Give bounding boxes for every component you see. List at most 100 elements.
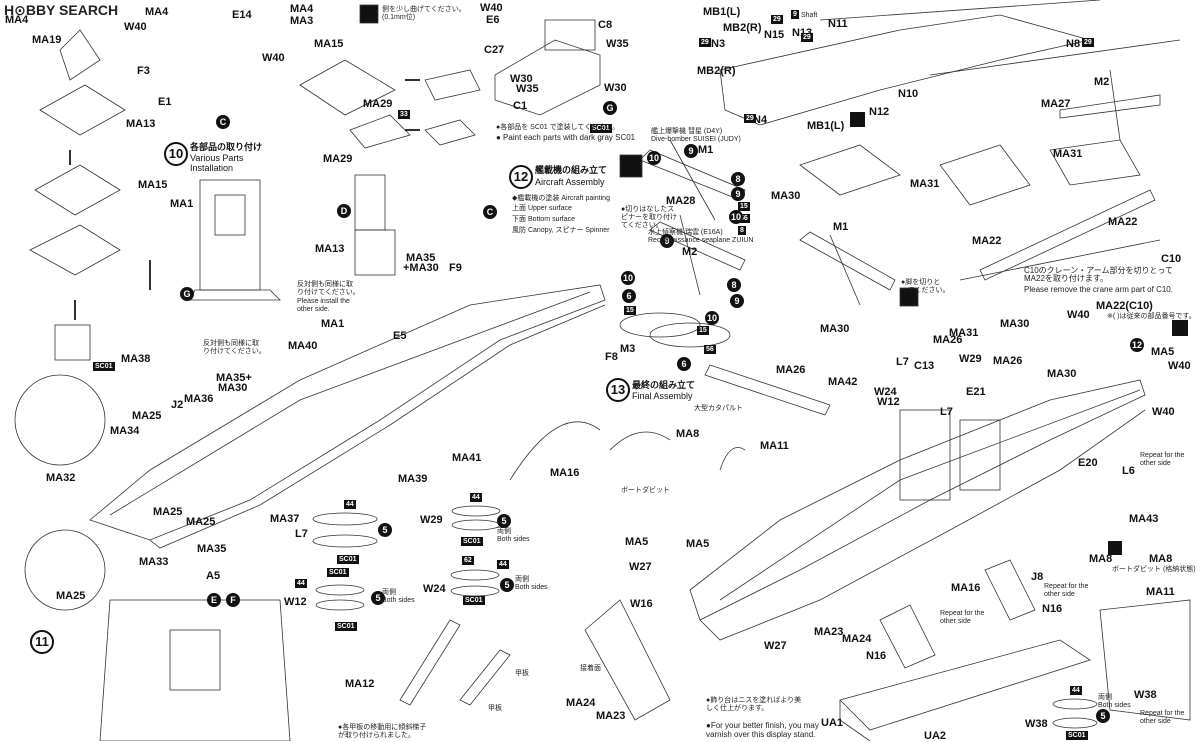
paint-number-badge: 44	[470, 493, 482, 502]
part-label: J2	[171, 399, 184, 411]
sc01-badge: SC01	[327, 568, 349, 577]
note-repeat-ma16: Repeat for the other side	[940, 610, 985, 625]
paint-number-badge: 44	[295, 579, 307, 588]
step-10-title-en: Various Parts Installation	[190, 153, 244, 173]
header: H⊙BBY SEARCH	[0, 0, 118, 20]
part-label: W35	[516, 83, 539, 95]
sc01-badge: SC01	[337, 555, 359, 564]
part-label: W30	[510, 73, 533, 85]
part-label: F8	[605, 351, 618, 363]
part-label: F9	[449, 262, 462, 274]
part-label: MA16	[550, 467, 580, 479]
note-varnish-en: ●For your better finish, you may varnish…	[706, 721, 819, 739]
callout-circle: G	[180, 287, 194, 301]
part-label: W12	[284, 596, 307, 608]
part-label: M2	[682, 246, 698, 258]
note-shaft: Shaft	[801, 12, 818, 19]
paint-number-badge: 29	[744, 114, 756, 123]
step-10-badge: 10	[164, 142, 188, 166]
part-label: E6	[486, 14, 500, 26]
part-label: MA25	[186, 516, 216, 528]
part-label: MA40	[288, 340, 318, 352]
part-label: W38	[1025, 718, 1048, 730]
part-label: N4	[753, 114, 768, 126]
callout-circle: 5	[378, 523, 392, 537]
part-label: +MA30	[403, 262, 439, 274]
sc01-badge: SC01	[93, 362, 115, 371]
part-label: MA24	[566, 697, 596, 709]
callout-circle: 8	[727, 278, 741, 292]
callout-circle: 12	[1130, 338, 1144, 352]
part-label: W40	[1067, 309, 1090, 321]
note-cut-spinner: ●切りはなしたス ピナーを取り付け てください。	[621, 206, 677, 229]
callout-circle: D	[337, 204, 351, 218]
part-label: MA4	[145, 6, 169, 18]
step-11-badge: 11	[30, 630, 54, 654]
part-label: MA30	[820, 323, 850, 335]
note-large-catapult: 大型カタパルト	[694, 405, 743, 412]
note-landing: 接着面	[580, 665, 601, 672]
paint-number-badge: 44	[344, 500, 356, 509]
part-label: W40	[1168, 360, 1191, 372]
part-label: MA30	[1000, 318, 1030, 330]
sc01-badge: SC01	[1066, 731, 1088, 740]
part-label: W16	[630, 598, 653, 610]
part-label: MA43	[1129, 513, 1159, 525]
part-label: C8	[598, 19, 613, 31]
part-label: W40	[480, 2, 503, 14]
step-13-title-en: Final Assembly	[632, 391, 693, 401]
callout-circle: 10	[729, 210, 743, 224]
part-label: M2	[1094, 76, 1110, 88]
part-label: E14	[232, 9, 252, 21]
aircraft-m2-jp: 水上偵察機 瑞雲 (E16A)	[648, 229, 723, 236]
note-crane-jp: C10のクレーン・アーム部分を切りとって MA22を取り付けます。	[1024, 266, 1173, 283]
paint-number-badge: 44	[1070, 686, 1082, 695]
part-label: MA1	[170, 198, 194, 210]
part-label: UA1	[821, 717, 844, 729]
part-label: W40	[262, 52, 285, 64]
paint-number-badge: 15	[624, 306, 636, 315]
part-label: MA15	[138, 179, 168, 191]
part-label: MB2(R)	[697, 65, 736, 77]
part-label: W29	[959, 353, 982, 365]
part-label: MA5	[686, 538, 710, 550]
part-label: UA2	[924, 730, 947, 742]
note-both-sides-w38: 両側 Both sides	[1098, 694, 1131, 709]
note-both-sides-w12: 両側 Both sides	[382, 589, 415, 604]
part-label: MA5	[1151, 346, 1175, 358]
callout-circle: 5	[497, 514, 511, 528]
note-repeat-j8: Repeat for the other side	[1044, 583, 1089, 598]
callout-circle: C	[216, 115, 230, 129]
part-label: MA33	[139, 556, 169, 568]
part-label: MA15	[314, 38, 344, 50]
part-label: E1	[158, 96, 172, 108]
part-label: MA30	[771, 190, 801, 202]
paint-number-badge: 29	[801, 33, 813, 42]
part-label: MA25	[132, 410, 162, 422]
part-label: MA8	[1089, 553, 1113, 565]
part-label: MA30	[1047, 368, 1077, 380]
part-label: W40	[124, 21, 147, 33]
note-deck-1: 甲板	[515, 670, 529, 677]
sc01-badge: SC01	[335, 622, 357, 631]
part-label: E5	[393, 330, 407, 342]
part-label: E20	[1078, 457, 1098, 469]
part-label: C27	[484, 44, 505, 56]
callout-circle: 10	[705, 311, 719, 325]
note-cut-part: ●脚を切りと ってください。	[901, 279, 950, 294]
part-label: W24	[874, 386, 897, 398]
callout-circle: 10	[647, 151, 661, 165]
part-label: L6	[1122, 465, 1135, 477]
paint-number-badge: 15	[738, 202, 750, 211]
callout-circle: 8	[731, 172, 745, 186]
note-repeat-right: Repeat for the other side	[1140, 452, 1185, 467]
part-label: C13	[914, 360, 935, 372]
part-label: C10	[1161, 253, 1182, 265]
paint-number-badge: 56	[738, 214, 750, 223]
callout-circle: 9	[731, 187, 745, 201]
part-label: N11	[828, 18, 848, 30]
note-repeat-left-jp: 反対側も同様に取 り付けてください。	[297, 281, 360, 296]
part-label: MA23	[596, 710, 626, 722]
part-label: W24	[423, 583, 446, 595]
part-label: MA37	[270, 513, 300, 525]
